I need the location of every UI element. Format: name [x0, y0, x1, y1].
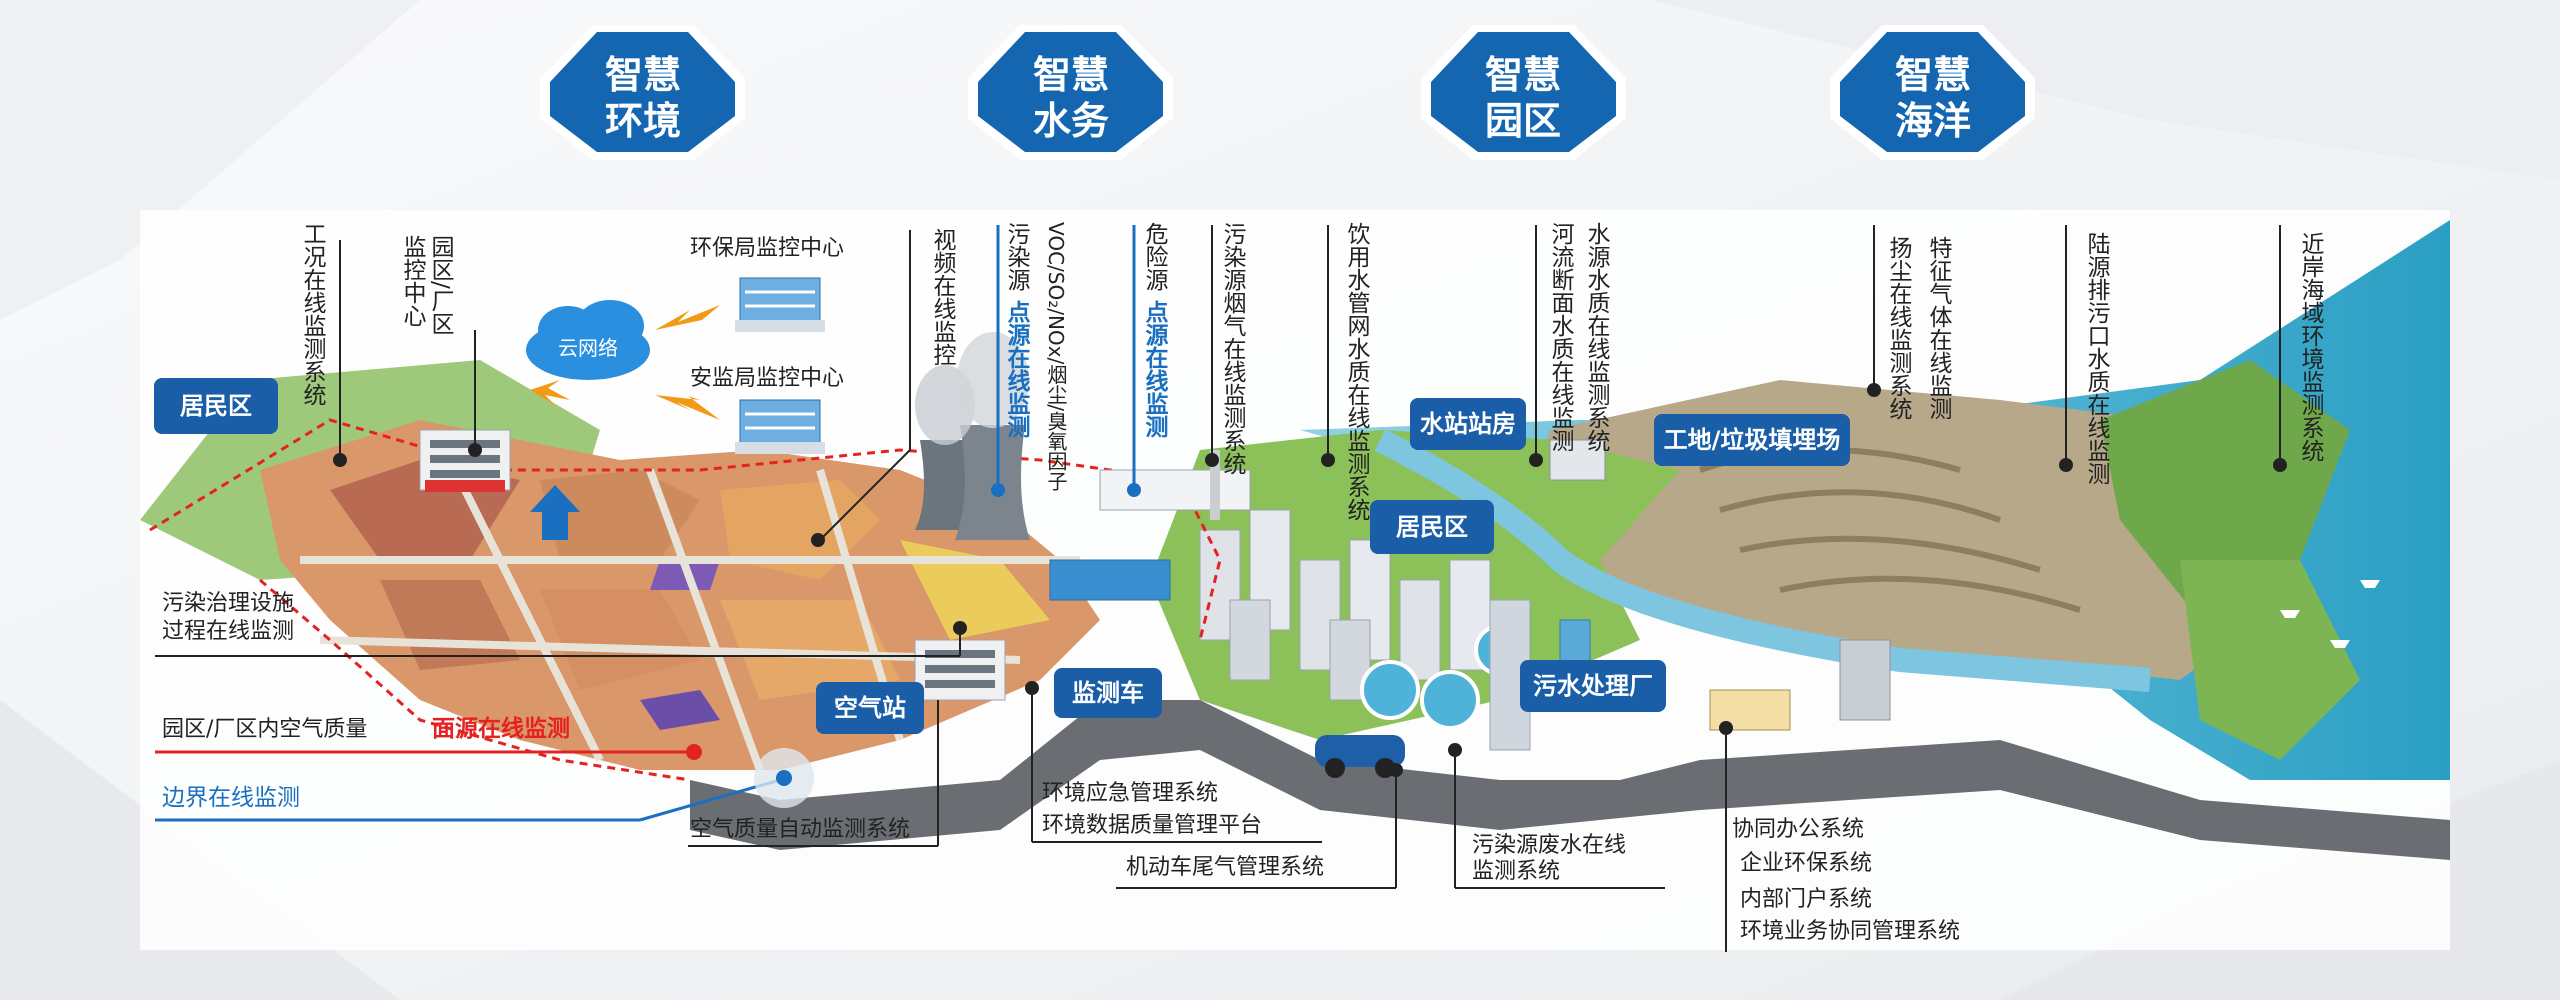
left-callouts: 污染治理设施 过程在线监测 园区/厂区内空气质量 面源在线监测 边界在线监测: [155, 591, 967, 822]
badge-smart-water: 智慧 水务: [968, 25, 1173, 160]
callout-weixian-b: 点源在线监测: [1141, 300, 1169, 439]
badge-line2: 园区: [1485, 99, 1561, 143]
badge-smart-environment: 智慧 环境: [540, 25, 745, 160]
tag-shuizhan: [1410, 398, 1526, 450]
badge-line2: 水务: [1033, 99, 1109, 143]
tag-jiancheche-label: 监测车: [1072, 679, 1144, 707]
center-anjian: 安监局监控中心: [690, 366, 844, 391]
callout-shipin: 视频在线监控: [929, 228, 957, 366]
cloud-label: 云网络: [558, 336, 618, 360]
upload-arrow-icon: [530, 485, 580, 540]
callout-yinyong: 饮用水管网水质在线监测系统: [1343, 222, 1371, 521]
label-feishui-b: 监测系统: [1472, 859, 1560, 884]
callout-weixian-a: 危险源: [1141, 222, 1169, 291]
callout-gongkuang: 工况在线监测系统: [299, 222, 327, 406]
lightning-icon: [530, 380, 570, 405]
callout-yanqi: 污染源烟气在线监测系统: [1219, 222, 1247, 475]
badge-smart-ocean: 智慧 海洋: [1830, 25, 2035, 160]
location-tags: 居民区 居民区 水站站房 工地/垃圾填埋场 空气站 监测车 污水处理厂: [154, 378, 1850, 734]
tag-jiancheche: [1054, 668, 1162, 718]
tag-wushui-label: 污水处理厂: [1533, 672, 1653, 700]
tag-shuizhan-label: 水站站房: [1420, 410, 1516, 438]
monitoring-centers: 环保局监控中心 安监局监控中心 云网络: [526, 236, 844, 454]
label-neibu: 内部门户系统: [1740, 887, 1872, 912]
label-qiye: 企业环保系统: [1740, 851, 1872, 876]
monitoring-building-left: [419, 429, 511, 492]
label-bianjie: 边界在线监测: [162, 785, 300, 811]
label-xietong: 协同办公系统: [1732, 817, 1864, 842]
building-icon: [735, 399, 825, 454]
lightning-icon: [655, 395, 720, 420]
label-yingji: 环境应急管理系统: [1042, 781, 1218, 806]
vertical-callouts: 工况在线监测系统 园区/厂区 监控中心 视频在线监控 污染源 点源在线监测 VO…: [299, 222, 2325, 547]
label-kongqi-auto: 空气质量自动监测系统: [690, 817, 910, 842]
label-feishui-a: 污染源废水在线: [1472, 833, 1626, 858]
tag-juminqu-mid-label: 居民区: [1396, 513, 1468, 541]
callout-tezheng: 特征气体在线监测: [1925, 236, 1953, 420]
label-kongqi-quality: 园区/厂区内空气质量: [162, 717, 367, 742]
tag-gongdi: [1654, 414, 1850, 466]
callout-shuiyuan: 水源水质在线监测系统: [1583, 222, 1611, 452]
tag-kongqizhan: [816, 682, 924, 734]
label-jidongche: 机动车尾气管理系统: [1126, 855, 1324, 880]
bottom-callouts: 空气质量自动监测系统 环境应急管理系统 环境数据质量管理平台 机动车尾气管理系统…: [688, 681, 1960, 952]
badge-line2: 环境: [605, 99, 681, 143]
badge-line1: 智慧: [1895, 53, 1971, 97]
center-huanbao: 环保局监控中心: [690, 236, 844, 261]
tag-kongqizhan-label: 空气站: [834, 694, 906, 722]
callout-wuranyuan-b: 点源在线监测: [1003, 300, 1031, 439]
callout-yuanqu-a: 园区/厂区: [427, 235, 455, 335]
badge-line1: 智慧: [1485, 53, 1561, 97]
tag-gongdi-label: 工地/垃圾填埋场: [1664, 426, 1841, 454]
callout-yuanqu-b: 监控中心: [399, 235, 427, 327]
tag-wushui: [1520, 660, 1666, 712]
callout-yangchen: 扬尘在线监测系统: [1885, 236, 1913, 420]
callout-jinan: 近岸海域环境监测系统: [2297, 232, 2325, 462]
label-yewu: 环境业务协同管理系统: [1740, 919, 1960, 944]
label-wuran-b: 过程在线监测: [162, 619, 294, 644]
car: [1315, 735, 1405, 778]
callout-heliu: 河流断面水质在线监测: [1547, 222, 1575, 452]
tag-juminqu-left-label: 居民区: [180, 392, 252, 420]
label-shuju: 环境数据质量管理平台: [1042, 813, 1262, 838]
residential-buildings: [1199, 509, 1491, 701]
badge-line1: 智慧: [605, 53, 681, 97]
building-icon: [735, 277, 825, 332]
callout-wuranyuan-a: 污染源: [1003, 222, 1031, 291]
callout-luyuan: 陆源排污口水质在线监测: [2083, 232, 2111, 485]
base-wall: [690, 700, 2450, 860]
cooling-towers: [915, 332, 1030, 540]
water-treatment-plant: [1360, 599, 1531, 751]
lightning-icon: [655, 305, 720, 330]
cloud-icon: 云网络: [526, 300, 650, 380]
badge-smart-park: 智慧 园区: [1421, 25, 1626, 160]
badge-line2: 海洋: [1895, 99, 1971, 143]
label-mianyuan: 面源在线监测: [432, 715, 570, 742]
tag-juminqu-left: [154, 378, 278, 434]
label-wuran-a: 污染治理设施: [162, 591, 294, 616]
badge-line1: 智慧: [1033, 53, 1109, 97]
tag-juminqu-mid: [1370, 500, 1494, 554]
callout-voc: VOC/SO₂/NOx/烟尘/臭氧因子: [1044, 222, 1068, 491]
